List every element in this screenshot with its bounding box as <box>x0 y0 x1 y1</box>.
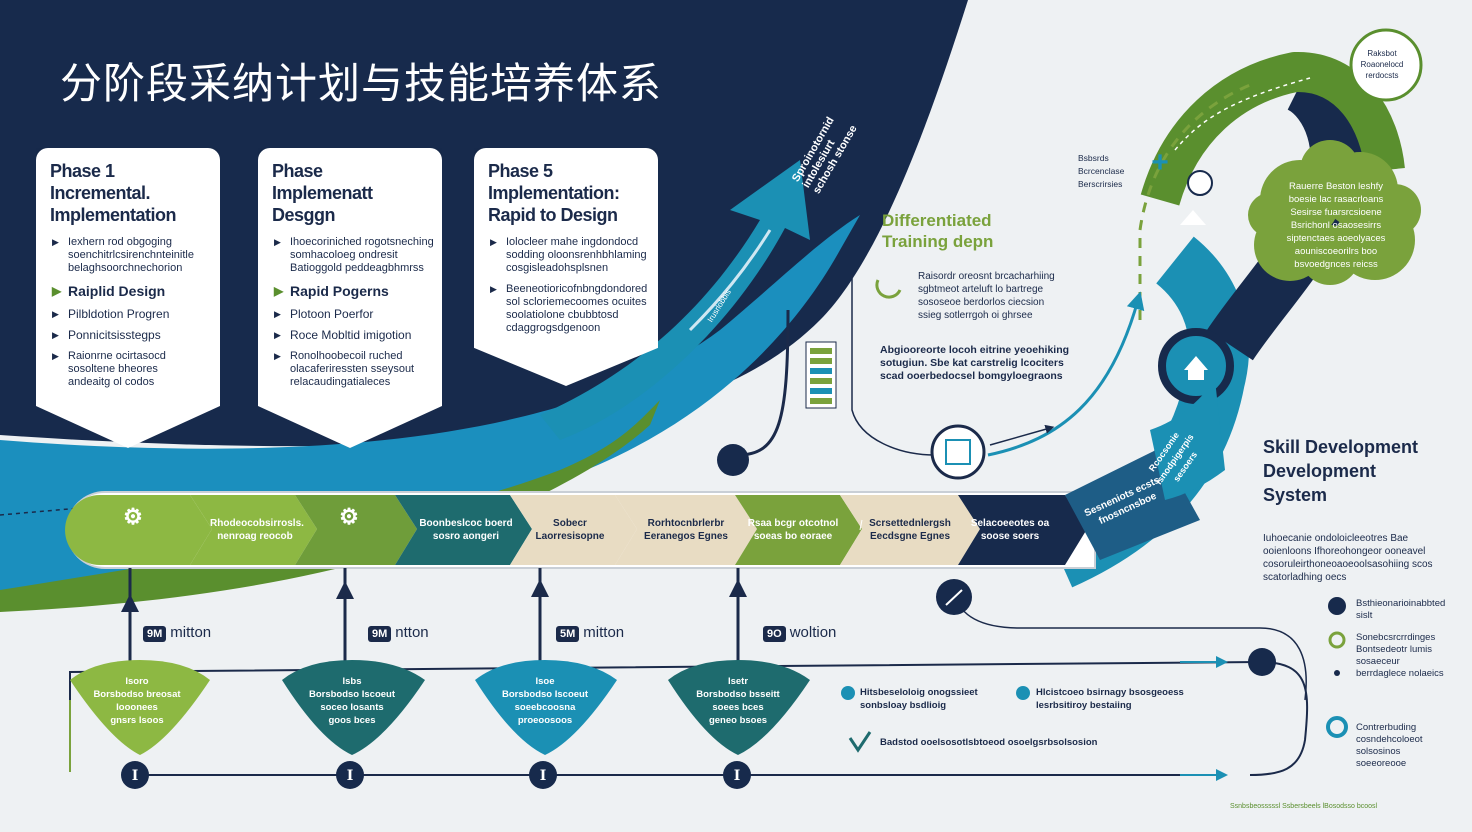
side-label: Bcrcenclase <box>1078 166 1125 176</box>
milestone-text: woltion <box>789 624 837 641</box>
gem-text: Isoro Borsbodso breosat Iooonees gnsrs I… <box>93 676 181 726</box>
phase-card-item: Beeneotioricofnbngdondored sol sclorieme… <box>490 283 650 335</box>
milestone-text: mitton <box>583 624 625 641</box>
milestone-text: mitton <box>170 624 212 641</box>
segment-label: Selacoeeotes oa soose soers <box>970 518 1050 542</box>
segment-label: Rorhtocnbrlerbr Eeranegos Egnes <box>644 518 728 542</box>
milestone-num: 9M <box>143 626 167 642</box>
phase-card-item: Ihoecoriniched rogotsneching somhacoloeg… <box>274 236 434 275</box>
diff-training-text: Raisordr oreosnt brcacharhiing sgbtmeot … <box>918 271 1055 321</box>
phase-card-title: Phase Implemenatt Desggn <box>272 161 373 225</box>
green-swoosh <box>0 400 660 612</box>
phase-card-item: Rapid Pogerns <box>274 283 434 300</box>
skill-bullet: Bsthieonarioinabbted sislt <box>1356 598 1446 621</box>
skill-bullet: Contrerbuding cosndehcoloeot solsosinos … <box>1356 722 1423 769</box>
svg-text:I: I <box>540 768 547 784</box>
segment-icon: ⚙ <box>339 504 359 529</box>
side-labels: Bsbsrds Bcrcenclase Berscrirsies <box>1078 152 1124 191</box>
phase-card-item: Iolocleer mahe ingdondocd sodding oloons… <box>490 236 650 275</box>
circle-badge-text: Raksbot Roaonelocd rerdocsts <box>1360 49 1404 80</box>
gem-text: Isetr Borsbodso bsseitt soees bces geneo… <box>696 676 780 726</box>
milestone-num: 5M <box>556 626 580 642</box>
phase-card-title: Phase 1 Incremental. Implementation <box>50 161 177 225</box>
diff-training-title: Differentiated Training depn <box>882 211 994 251</box>
phase-card-list: Iolocleer mahe ingdondocd sodding oloons… <box>474 236 658 335</box>
phase-card-list: Iexhern rod obgoging soenchitrlcsirenchn… <box>36 236 220 389</box>
segment-label: Rsaa bcgr otcotnol soeas bo eoraee <box>747 518 839 542</box>
phase-card-2: Phase Implemenatt Desggn Ihoecoriniched … <box>258 148 442 448</box>
timeline-band <box>65 380 1225 569</box>
segment-label: Boonbeslcoc boerd sosro aongeri <box>419 518 513 542</box>
legend-item: Badstod ooelsosotlsbtoeod osoelgsrbsolso… <box>880 737 1098 748</box>
arrow-stripe <box>688 229 772 332</box>
big-arrow <box>540 160 810 440</box>
side-label: Berscrirsies <box>1078 179 1123 189</box>
gem-text: Isoe Borsbodso Iscoeut soeebcoosna proeo… <box>501 676 589 726</box>
gem-text: Isbs Borsbodso Iscoeut soceo Iosants goo… <box>308 676 396 726</box>
footer-text: Ssnbsbeosssssl Ssbersbeels lBosodsso bco… <box>1230 803 1378 810</box>
legend-item: Hitsbeseloloig onogssieet sonbsloay bsdl… <box>860 687 978 711</box>
skill-dev-title: Skill Development Development System <box>1263 437 1419 505</box>
phase-card-item: Plotoon Poerfor <box>274 308 434 322</box>
phase-card-1: Phase 1 Incremental. Implementation Iexh… <box>36 148 220 448</box>
bar-stack <box>805 341 837 409</box>
green-cloud <box>1248 140 1421 285</box>
phase-card-item: Raiplid Design <box>52 283 212 300</box>
phase-card-item: Ronolhoobecoil ruched olacaferiressten s… <box>274 350 434 389</box>
segment-icon: ⚙ <box>123 504 143 529</box>
side-label: Bsbsrds <box>1078 153 1109 163</box>
phase-card-item: Raionrne ocirtasocd sosoltene bheores an… <box>52 350 212 389</box>
phase-card-item: Roce Mobltid imigotion <box>274 329 434 343</box>
phase-card-3: Phase 5 Implementation: Rapid to Design … <box>474 148 658 386</box>
phase-card-item: Ponnicitsisstegps <box>52 329 212 343</box>
phase-card-item: Iexhern rod obgoging soenchitrlcsirenchn… <box>52 236 212 275</box>
svg-text:I: I <box>734 768 741 784</box>
green-arc <box>1140 52 1405 206</box>
segment-label: Scrsettednlergsh Eecdsgne Egnes <box>869 518 951 542</box>
skill-dev-text: Iuhoecanie ondoloicleeotres Bae ooienloo… <box>1263 533 1433 583</box>
svg-text:+: + <box>1151 146 1169 179</box>
gem-shapes <box>70 660 810 755</box>
milestone-text: ntton <box>395 624 429 641</box>
phase-card-item: Pilbldotion Progren <box>52 308 212 322</box>
phase-card-title: Phase 5 Implementation: Rapid to Design <box>488 161 620 225</box>
segment-label: Sobecr Laorresisopne <box>535 518 605 542</box>
svg-text:I: I <box>347 768 354 784</box>
svg-text:I: I <box>132 768 139 784</box>
milestone-num: 9O <box>763 626 786 642</box>
skill-bullet: Sonebcsrcrrdinges Bontsedeotr lumis sosa… <box>1356 632 1444 679</box>
cloud-text: Rauerre Beston leshfy boesie lac rasacrl… <box>1286 181 1386 270</box>
diff-training-text-2: Abgiooreorte locoh eitrine yeoehiking so… <box>880 344 1070 382</box>
legend-item: Hlcistcoeo bsirnagy bsosgeoess lesrbsiti… <box>1036 687 1184 711</box>
segment-label: Rhodeocobsirrosls. nenroag reocob <box>210 518 304 542</box>
page-title: 分阶段采纳计划与技能培养体系 <box>60 59 663 108</box>
milestone-num: 9M <box>368 626 392 642</box>
phase-card-list: Ihoecoriniched rogotsneching somhacoloeg… <box>258 236 442 389</box>
